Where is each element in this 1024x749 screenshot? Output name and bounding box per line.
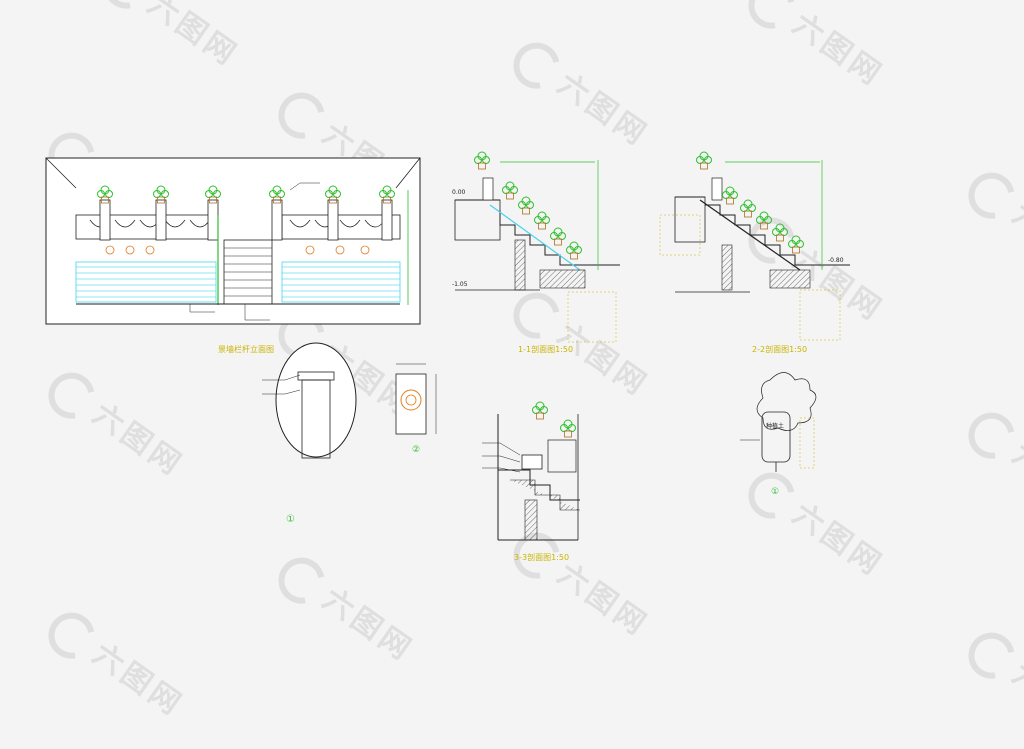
detail-2-marker: ② [412,445,420,455]
section-2-caption: 2-2剖面图1:50 [752,344,807,354]
section-2-drawing [659,151,850,341]
section-3-drawing [482,401,580,541]
detail-3-marker: ① [771,487,779,497]
detail-1-marker: ① [286,514,295,525]
level-label: 0.00 [452,189,466,196]
detail-1-circle [262,342,357,459]
level-label: -0.80 [828,257,844,264]
section-1-caption: 1-1剖面图1:50 [518,344,573,354]
tree-label: 种植土 [766,422,784,430]
section-3-caption: 3-3剖面图1:50 [514,552,569,562]
tree-detail [740,372,817,472]
detail-2-panel [395,363,437,435]
elevation-drawing [45,157,421,325]
section-1-drawing [454,151,620,343]
elevation-caption: 景墙栏杆立面图 [218,344,274,354]
level-label: -1.05 [452,281,468,288]
